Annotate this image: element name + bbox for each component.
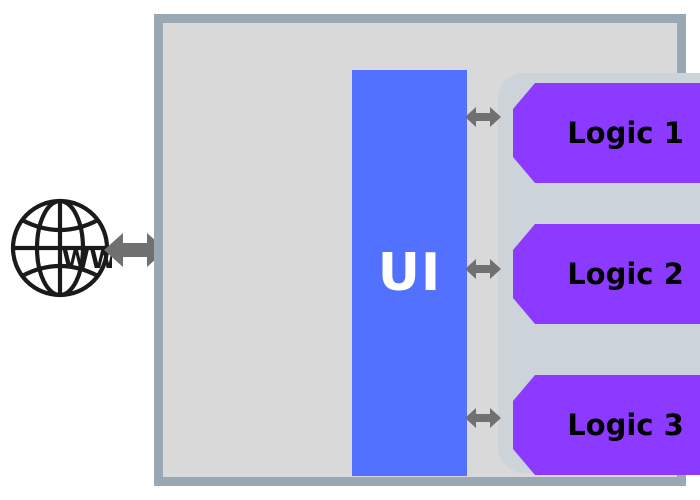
globe-www-icon: WWW [10,198,112,298]
logic-node-3-label: Logic 3 [567,407,684,442]
arrow-web-to-ui [104,233,166,267]
ui-component[interactable]: UI [352,70,467,476]
arrow-ui-to-logic-3 [465,408,501,428]
logic-node-1-label: Logic 1 [567,115,684,150]
globe-www-label: WWW [62,245,112,274]
logic-node-3[interactable]: Logic 3 [513,375,700,475]
logic-node-2[interactable]: Logic 2 [513,224,700,324]
logic-node-1[interactable]: Logic 1 [513,83,700,183]
logic-node-2-label: Logic 2 [567,256,684,291]
system-boundary: UI Logic 1 Logic 2 Logic 3 [154,14,700,486]
arrow-ui-to-logic-2 [465,259,501,279]
arrow-ui-to-logic-1 [465,107,501,127]
ui-label: UI [377,243,442,303]
